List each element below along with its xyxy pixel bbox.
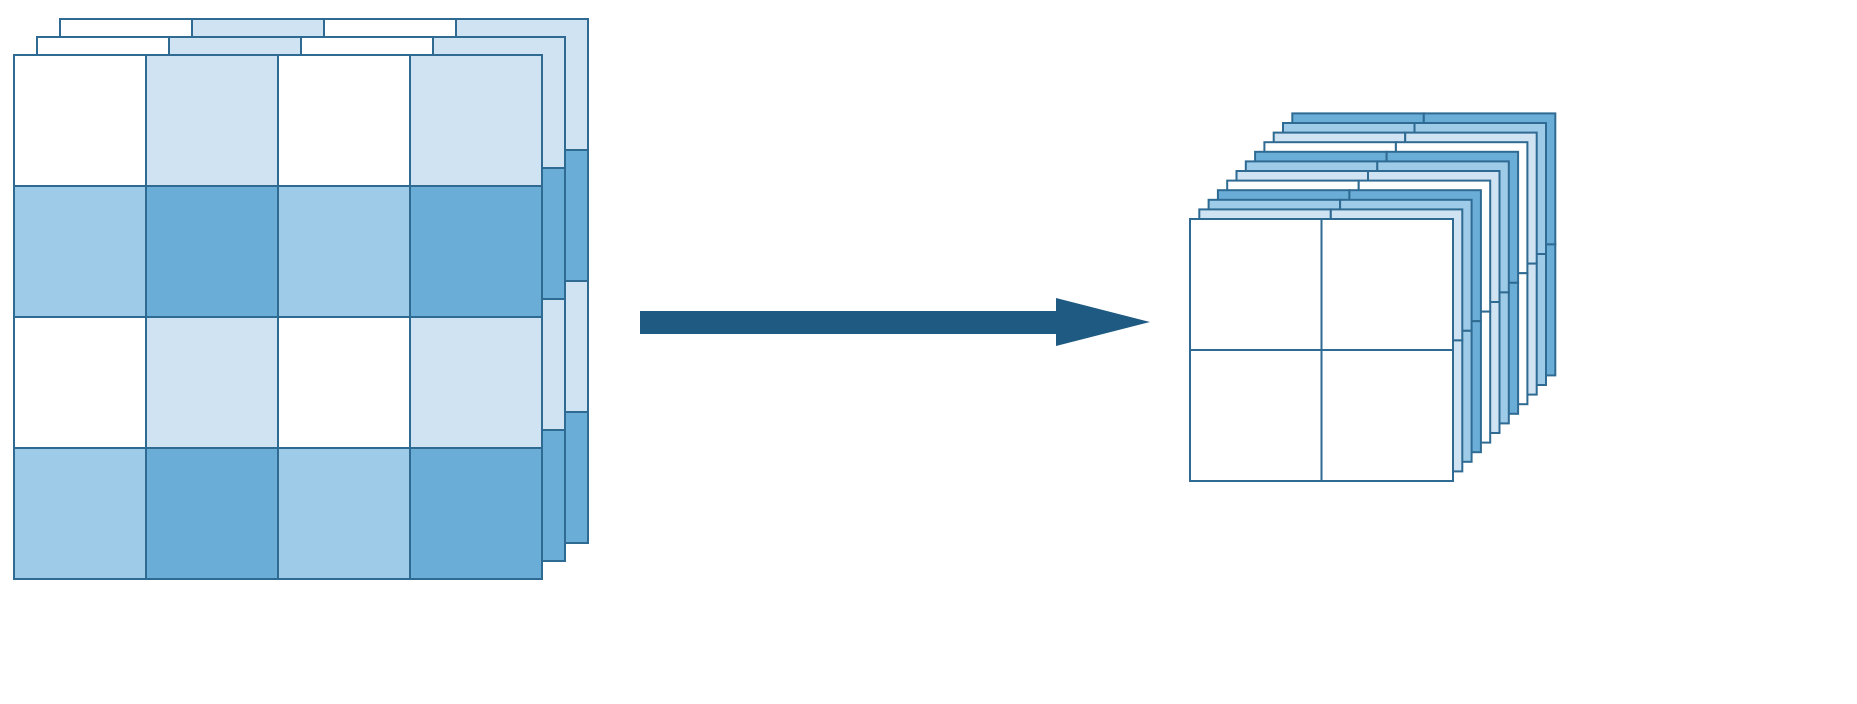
- arrow-head: [1056, 298, 1150, 346]
- grid-cell: [13, 185, 147, 318]
- grid-cell: [277, 185, 411, 318]
- grid-cell: [409, 316, 543, 449]
- arrow-shaft: [640, 311, 1062, 334]
- grid-cell: [1189, 349, 1323, 482]
- grid-cell: [145, 185, 279, 318]
- grid-cell: [13, 316, 147, 449]
- grid-cell: [409, 54, 543, 187]
- output-tensor: [1189, 112, 1557, 482]
- input-tensor: [13, 18, 589, 580]
- grid-cell: [1189, 218, 1323, 351]
- grid-cell: [145, 54, 279, 187]
- grid-cell: [13, 447, 147, 580]
- grid-cell: [409, 185, 543, 318]
- arrow: [640, 298, 1150, 346]
- grid-cell: [1320, 349, 1454, 482]
- grid-cell: [13, 54, 147, 187]
- grid-cell: [145, 316, 279, 449]
- grid-cell: [277, 316, 411, 449]
- input-front-layer: [13, 54, 543, 580]
- grid-cell: [1320, 218, 1454, 351]
- output-front-layer: [1189, 218, 1454, 482]
- grid-cell: [277, 54, 411, 187]
- grid-cell: [145, 447, 279, 580]
- grid-cell: [409, 447, 543, 580]
- grid-cell: [277, 447, 411, 580]
